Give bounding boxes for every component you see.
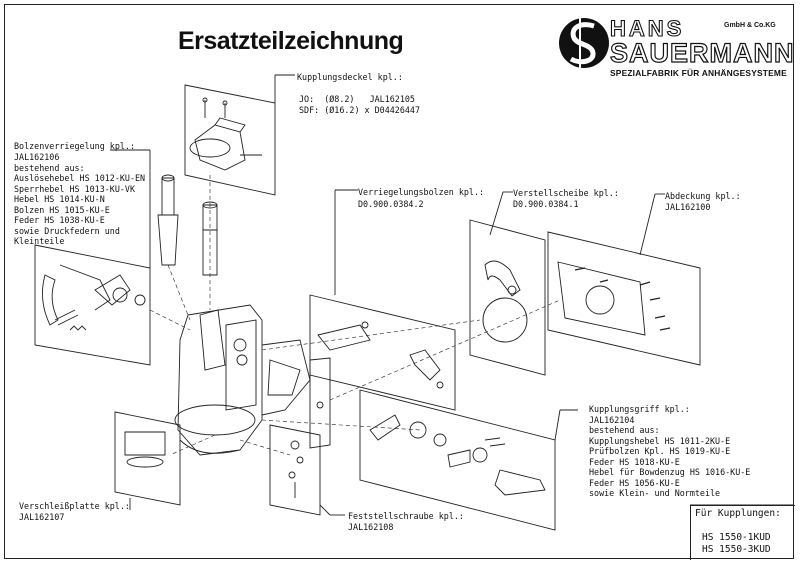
label-bolt-lock-line: Sperrhebel HS 1013-KU-VK bbox=[14, 184, 136, 194]
logo-sauermann: SAUERMANN bbox=[609, 37, 795, 68]
locking-bolt-panel-frame bbox=[309, 294, 456, 411]
logo-tagline: SPEZIALFABRIK FÜR ANHÄNGESYSTEME bbox=[610, 68, 787, 78]
label-wear-plate-code: JAL162107 bbox=[19, 512, 65, 522]
coupling-models-box bbox=[690, 505, 795, 560]
label-cover-plate-head: Abdeckung kpl.: bbox=[665, 191, 741, 201]
sheet-frame bbox=[4, 4, 794, 559]
logo-s-mark-icon bbox=[559, 18, 609, 68]
label-cover-sdf: SDF: (Ø16.2) x D04426447 bbox=[299, 105, 421, 115]
company-logo: HANS GmbH & Co.KG SAUERMANN SPEZIALFABRI… bbox=[558, 14, 794, 78]
label-adjusting-disc-head: Verstellscheibe kpl.: bbox=[513, 188, 619, 198]
coupling-model: HS 1550-3KUD bbox=[702, 544, 771, 555]
label-locking-bolt-head: Verriegelungsbolzen kpl.: bbox=[358, 187, 485, 197]
label-locking-bolt-code: D0.900.0384.2 bbox=[358, 199, 424, 209]
wear-plate-panel-frame bbox=[114, 411, 181, 506]
label-coupling-handle-line: JAL162104 bbox=[589, 415, 635, 425]
label-coupling-handle-line: Feder HS 1056-KU-E bbox=[589, 478, 680, 488]
label-bolt-lock-line: bestehend aus: bbox=[14, 163, 85, 173]
coupling-model: HS 1550-1KUD bbox=[702, 532, 771, 543]
page-title: Ersatzteilzeichnung bbox=[178, 27, 404, 55]
label-coupling-handle-line: sowie Klein- und Normteile bbox=[589, 488, 721, 498]
label-locking-screw-code: JAL162108 bbox=[348, 522, 394, 532]
cover-panel-frame bbox=[184, 84, 276, 196]
label-wear-plate-head: Verschleißplatte kpl.: bbox=[19, 501, 130, 511]
coupling-handle-panel-frame bbox=[359, 389, 556, 531]
label-coupling-handle-head: Kupplungsgriff kpl.: bbox=[589, 404, 690, 414]
label-bolt-lock-line: Bolzen HS 1015-KU-E bbox=[14, 205, 110, 215]
label-bolt-lock-line: JAL162106 bbox=[14, 152, 60, 162]
label-coupling-handle-line: Feder HS 1018-KU-E bbox=[589, 457, 680, 467]
locking-screw-panel-frame bbox=[269, 424, 321, 516]
bolt-lock-panel-frame bbox=[34, 244, 151, 366]
label-bolt-lock-line: Hebel HS 1014-KU-N bbox=[14, 194, 105, 204]
coupling-models-title: Für Kupplungen: bbox=[695, 508, 781, 519]
label-locking-screw-head: Feststellschraube kpl.: bbox=[348, 511, 464, 521]
adjusting-disc-panel-frame bbox=[469, 219, 546, 376]
logo-gmbh: GmbH & Co.KG bbox=[724, 22, 776, 29]
label-coupling-handle-line: Prüfbolzen Kpl. HS 1019-KU-E bbox=[589, 446, 731, 456]
label-bolt-lock-line: Feder HS 1038-KU-E bbox=[14, 215, 105, 225]
label-cover-plate-code: JAL162100 bbox=[665, 202, 711, 212]
label-bolt-lock-line: Auslösehebel HS 1012-KU-EN bbox=[14, 173, 146, 183]
label-adjusting-disc-code: D0.900.0384.1 bbox=[513, 199, 579, 209]
label-bolt-lock-line: sowie Druckfedern und bbox=[14, 226, 120, 236]
label-bolt-lock-line: Kleinteile bbox=[14, 236, 65, 246]
label-cover-head: Kupplungsdeckel kpl.: bbox=[297, 72, 403, 82]
cover-plate-panel-frame bbox=[547, 231, 701, 366]
label-cover-jo: JO: (Ø8.2) JAL162105 bbox=[299, 94, 415, 104]
label-coupling-handle-line: Hebel für Bowdenzug HS 1016-KU-E bbox=[589, 467, 751, 477]
label-bolt-lock-head: Bolzenverriegelung kpl.: bbox=[14, 141, 136, 151]
label-coupling-handle-line: bestehend aus: bbox=[589, 425, 660, 435]
logo-hans: HANS bbox=[609, 15, 685, 41]
label-coupling-handle-line: Kupplungshebel HS 1011-2KU-E bbox=[589, 436, 731, 446]
